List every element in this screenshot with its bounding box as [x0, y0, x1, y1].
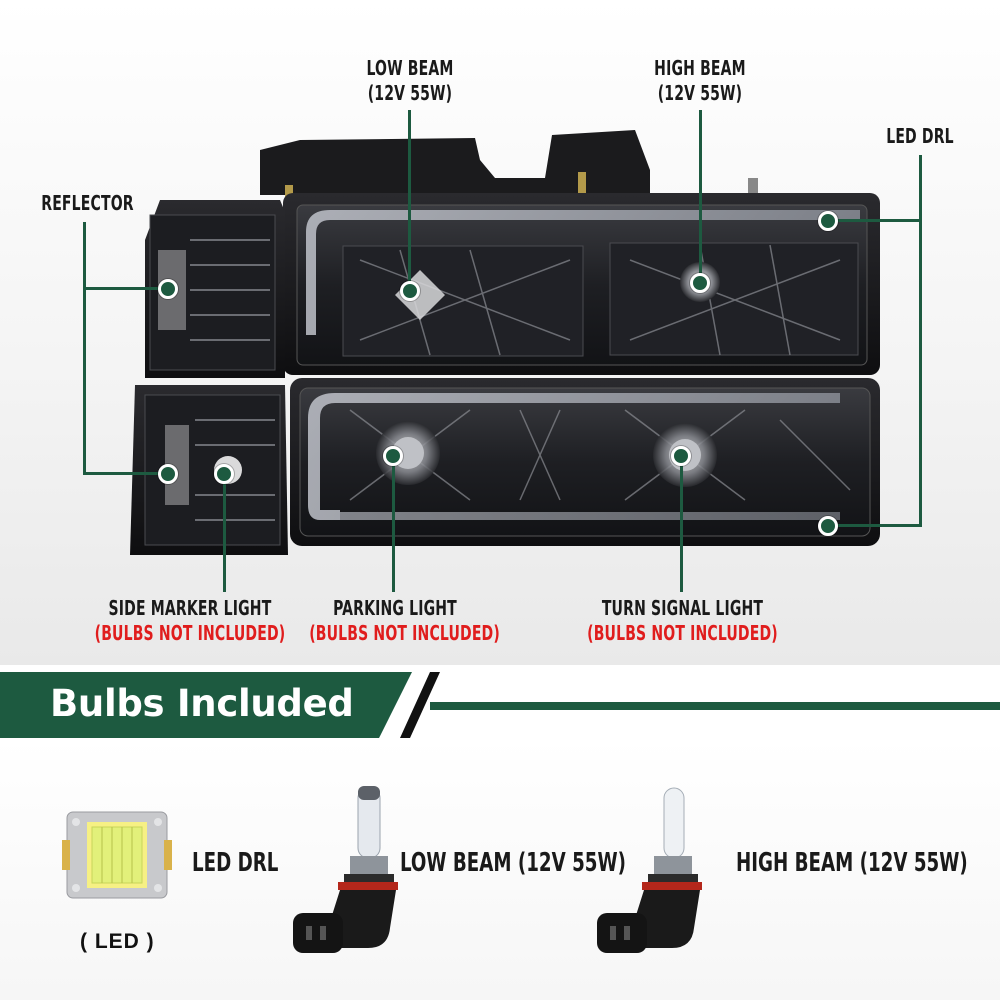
turn-signal-name: TURN SIGNAL LIGHT: [601, 596, 764, 620]
reflector-name: REFLECTOR: [41, 191, 134, 215]
side-marker-marker: [214, 464, 234, 484]
reflector-upper-marker: [158, 279, 178, 299]
reflector-leader-bottom: [83, 472, 168, 475]
side-marker-note: (BULBS NOT INCLUDED): [94, 621, 286, 645]
low-beam-callout: LOW BEAM (12V 55W): [348, 56, 473, 106]
banner-divider-line: [430, 702, 1000, 710]
high-beam-name: HIGH BEAM: [654, 56, 746, 80]
side-marker-callout: SIDE MARKER LIGHT (BULBS NOT INCLUDED): [89, 596, 292, 646]
led-drl-upper-marker: [818, 211, 838, 231]
headlight-assembly-image: [130, 130, 880, 555]
high-beam-bulb-image: [597, 787, 702, 953]
low-beam-spec: (12V 55W): [367, 81, 453, 105]
low-beam-name: LOW BEAM: [366, 56, 454, 80]
led-type-label: ( LED ): [80, 930, 155, 953]
high-beam-marker: [690, 273, 710, 293]
reflector-lower-marker: [158, 464, 178, 484]
low-beam-bulb-label: LOW BEAM (12V 55W): [400, 848, 626, 878]
led-drl-callout: LED DRL: [877, 124, 963, 149]
high-beam-bulb-label: HIGH BEAM (12V 55W): [736, 848, 968, 878]
side-marker-leader: [223, 472, 226, 592]
led-drl-leader-vertical: [919, 155, 922, 527]
reflector-leader-top: [83, 287, 168, 290]
led-drl-leader-top: [830, 219, 922, 222]
turn-signal-callout: TURN SIGNAL LIGHT (BULBS NOT INCLUDED): [583, 596, 782, 646]
led-drl-leader-bottom: [830, 524, 922, 527]
led-chip-image: [62, 811, 172, 899]
low-beam-bulb-image: [293, 786, 398, 953]
reflector-callout: REFLECTOR: [35, 191, 140, 216]
parking-name: PARKING LIGHT: [333, 596, 457, 620]
high-beam-spec: (12V 55W): [657, 81, 743, 105]
parking-callout: PARKING LIGHT (BULBS NOT INCLUDED): [309, 596, 500, 646]
high-beam-leader: [699, 110, 702, 282]
turn-signal-marker: [671, 446, 691, 466]
parking-leader: [392, 455, 395, 592]
turn-signal-leader: [680, 455, 683, 592]
parking-note: (BULBS NOT INCLUDED): [309, 621, 500, 645]
led-drl-lower-marker: [818, 516, 838, 536]
low-beam-leader: [408, 110, 411, 290]
side-marker-name: SIDE MARKER LIGHT: [108, 596, 272, 620]
led-drl-bulb-label: LED DRL: [192, 848, 279, 878]
high-beam-callout: HIGH BEAM (12V 55W): [638, 56, 763, 106]
parking-marker: [383, 446, 403, 466]
banner-title: Bulbs Included: [50, 682, 354, 725]
reflector-leader-vertical: [83, 222, 86, 475]
led-drl-name: LED DRL: [886, 124, 954, 148]
low-beam-marker: [400, 281, 420, 301]
bulbs-banner: [0, 672, 412, 738]
turn-signal-note: (BULBS NOT INCLUDED): [587, 621, 778, 645]
